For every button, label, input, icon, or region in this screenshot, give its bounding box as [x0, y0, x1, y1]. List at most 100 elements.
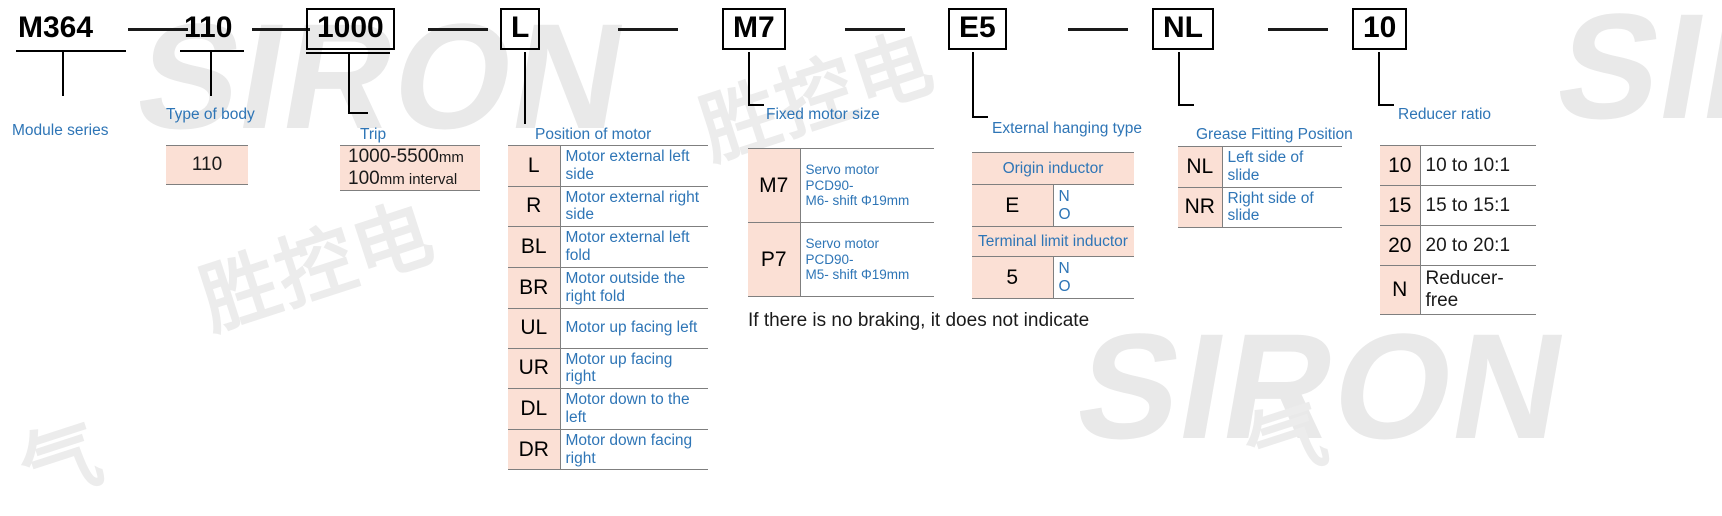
code-fixed-motor-size: M7 [722, 8, 786, 50]
row-desc-line-1: Servo motor PCD90- [805, 236, 880, 267]
row-desc-line-2: M5- shift Φ19mm [805, 267, 910, 283]
leader-external-hanging-type-v [972, 52, 974, 118]
underline-type-of-body [180, 50, 244, 52]
code-reducer-ratio: 10 [1352, 8, 1408, 50]
table-group-header: Terminal limit inductor [972, 226, 1134, 257]
row-desc: Right side of slide [1222, 186, 1342, 229]
row-code: 10 [1380, 145, 1421, 186]
caption-external-hanging-type: External hanging type [992, 120, 1142, 137]
caption-module-series: Module series [12, 122, 109, 139]
row-code: M7 [748, 148, 801, 223]
leader-external-hanging-type-elbow [972, 116, 988, 118]
underline-module-series [16, 50, 126, 52]
row-code: NR [1178, 186, 1223, 229]
trip-range-unit: mm [438, 149, 464, 166]
table-fixed-motor-size: M7 Servo motor PCD90- M6- shift Φ19mm P7… [748, 148, 934, 297]
row-code: UL [508, 307, 561, 349]
row-code: UR [508, 347, 561, 390]
table-row: R Motor external right side [508, 185, 708, 228]
caption-reducer-ratio: Reducer ratio [1398, 106, 1492, 123]
row-desc-line-2: M6- shift Φ19mm [805, 193, 910, 209]
row-code: NL [1178, 146, 1223, 188]
row-desc: Left side of slide [1222, 146, 1342, 188]
row-code: L [508, 145, 561, 187]
leader-fixed-motor-size-v [748, 52, 750, 106]
table-row: UR Motor up facing right [508, 347, 708, 390]
leader-reducer-elbow [1378, 104, 1394, 106]
reducer-ratio-rows: 10 10 to 10:1 15 15 to 15:1 20 20 to 20:… [1380, 145, 1536, 315]
row-desc-line-1: Servo motor PCD90- [805, 162, 880, 193]
row-code: DL [508, 388, 561, 430]
leader-module-series [62, 50, 64, 96]
leader-grease-v [1178, 52, 1180, 106]
dash-3 [428, 28, 488, 31]
table-row: 5 N O [972, 256, 1134, 299]
code-module-series: M364 [18, 11, 94, 44]
row-desc-line-1: N [1058, 187, 1070, 205]
row-code: 20 [1380, 225, 1421, 266]
code-type-of-body: 110 [184, 11, 233, 44]
caption-position-of-motor: Position of motor [535, 126, 652, 143]
value-type-of-body: 110 [166, 145, 248, 185]
table-row: NL Left side of slide [1178, 146, 1342, 188]
dash-5 [845, 28, 905, 31]
table-row: L Motor external left side [508, 145, 708, 187]
table-row: UL Motor up facing left [508, 307, 708, 349]
caption-trip: Trip [360, 126, 387, 143]
leader-grease-elbow [1178, 104, 1194, 106]
caption-type-of-body: Type of body [166, 106, 255, 123]
trip-range: 1000-5500 [348, 146, 439, 167]
row-code: BR [508, 266, 561, 309]
row-desc: Motor external right side [560, 185, 708, 228]
row-desc: Motor up facing right [560, 347, 708, 390]
row-code: N [1380, 265, 1421, 315]
caption-grease-fitting-position: Grease Fitting Position [1196, 126, 1353, 143]
external-hanging-type-rows: Origin inductor E N O Terminal limit ind… [972, 152, 1134, 299]
table-row: N Reducer-free [1380, 265, 1536, 315]
row-desc: Reducer-free [1420, 265, 1536, 315]
table-row: BL Motor external left fold [508, 226, 708, 268]
row-desc: Servo motor PCD90- M5- shift Φ19mm [800, 222, 934, 297]
leader-type-of-body [210, 50, 212, 96]
table-row: DR Motor down facing right [508, 428, 708, 471]
row-desc-line-2: O [1058, 205, 1071, 223]
row-desc: 10 to 10:1 [1420, 145, 1536, 186]
grease-fitting-position-rows: NL Left side of slide NR Right side of s… [1178, 146, 1342, 229]
trip-interval-unit: mm interval [379, 171, 458, 188]
leader-position-of-motor [524, 52, 526, 124]
table-row: BR Motor outside the right fold [508, 266, 708, 309]
code-position-of-motor: L [500, 8, 541, 50]
table-row: E N O [972, 184, 1134, 227]
group-label-terminal-limit-inductor: Terminal limit inductor [972, 226, 1134, 257]
trip-line-1: 1000-5500mm [340, 146, 480, 168]
row-desc: Motor down facing right [560, 428, 708, 471]
code-trip: 1000 [306, 8, 395, 50]
leader-reducer-v [1378, 52, 1380, 106]
row-code: R [508, 185, 561, 228]
row-desc: N O [1053, 184, 1134, 227]
table-position-of-motor: L Motor external left side R Motor exter… [508, 145, 708, 471]
table-row: 10 10 to 10:1 [1380, 145, 1536, 186]
code-grease-fitting-position: NL [1152, 8, 1214, 50]
caption-fixed-motor-size: Fixed motor size [766, 106, 880, 123]
row-desc: 15 to 15:1 [1420, 185, 1536, 226]
row-desc: N O [1053, 256, 1134, 299]
trip-interval: 100 [348, 168, 380, 189]
braking-note: If there is no braking, it does not indi… [748, 310, 1090, 331]
row-code: 5 [972, 256, 1054, 299]
row-code: BL [508, 226, 561, 268]
row-desc: Motor external left side [560, 145, 708, 187]
table-row: DL Motor down to the left [508, 388, 708, 430]
table-external-hanging-type: Origin inductor E N O Terminal limit ind… [972, 152, 1134, 299]
dash-4 [618, 28, 678, 31]
table-grease-fitting-position: NL Left side of slide NR Right side of s… [1178, 146, 1342, 229]
table-row: M7 Servo motor PCD90- M6- shift Φ19mm [748, 148, 934, 223]
row-desc: Motor external left fold [560, 226, 708, 268]
row-code: E [972, 184, 1054, 227]
row-desc: Motor outside the right fold [560, 266, 708, 309]
leader-trip-v [348, 52, 350, 114]
trip-line-2: 100mm interval [340, 168, 480, 190]
value-trip: 1000-5500mm 100mm interval [340, 145, 480, 191]
table-row: 15 15 to 15:1 [1380, 185, 1536, 226]
table-row: 20 20 to 20:1 [1380, 225, 1536, 266]
